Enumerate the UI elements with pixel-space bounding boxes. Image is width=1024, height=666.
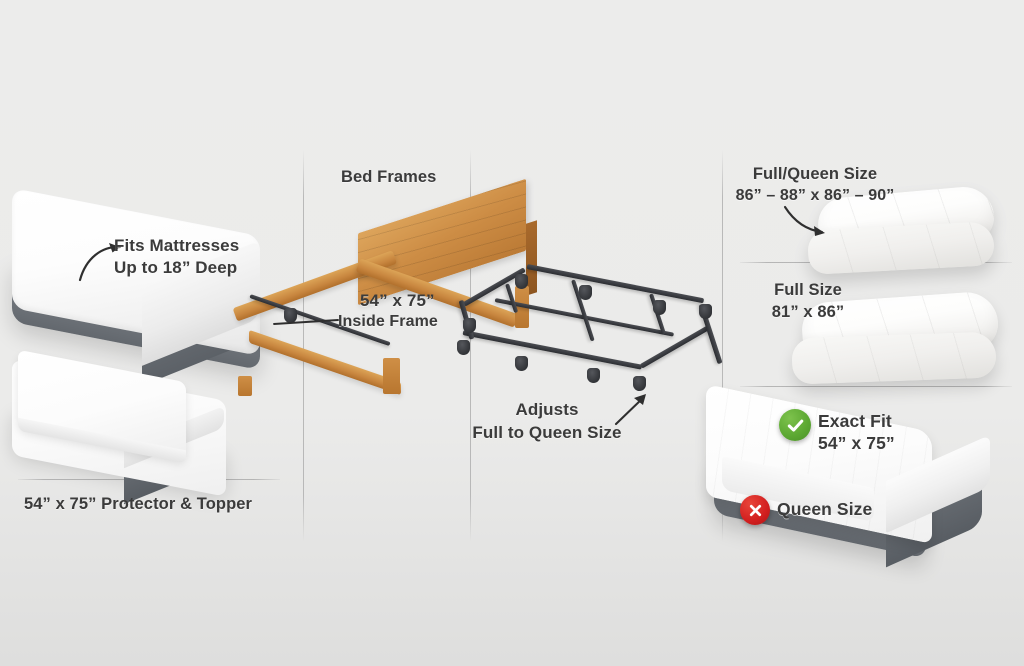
metal-foot-5 xyxy=(463,318,476,333)
comforter-full-line2: 81” x 86” xyxy=(771,303,845,321)
queen-size-mismatch-label: Queen Size xyxy=(777,499,873,519)
divider-vertical-middle xyxy=(470,150,471,542)
protector-topper-caption: 54” x 75” Protector & Topper xyxy=(24,495,253,513)
comforter-full-lower-roll xyxy=(791,331,997,385)
comforter-fq-lower-roll xyxy=(806,221,996,275)
adjusts-arrow xyxy=(614,394,646,426)
fits-mattresses-arrow xyxy=(78,243,122,282)
exact-fit-line2: 54” x 75” xyxy=(818,433,895,453)
metal-foot-2 xyxy=(579,285,592,300)
divider-vertical-left xyxy=(303,150,304,542)
inside-frame-callout-line1: 54” x 75” xyxy=(360,291,435,310)
metal-rail-top-right xyxy=(526,264,705,304)
metal-foot-9 xyxy=(633,376,646,391)
metal-foot-1 xyxy=(515,274,528,289)
adjusts-callout-line1: Adjusts xyxy=(515,400,579,419)
wood-leg-foot-left xyxy=(238,376,252,396)
cross-circle-icon xyxy=(740,495,770,525)
metal-foot-3 xyxy=(653,300,666,315)
fits-mattresses-callout-line1: Fits Mattresses xyxy=(114,236,240,255)
comforter-full-queen-line1: Full/Queen Size xyxy=(752,165,878,183)
metal-foot-7 xyxy=(515,356,528,371)
divider-vertical-right xyxy=(722,150,723,542)
fits-mattresses-callout-line2: Up to 18” Deep xyxy=(114,258,238,277)
check-circle-icon xyxy=(779,409,811,441)
inside-frame-callout-line2: Inside Frame xyxy=(338,313,438,330)
wood-frame-center-foot xyxy=(284,308,297,323)
adjusts-callout-line2: Full to Queen Size xyxy=(472,423,622,442)
divider-horizontal-right-bottom xyxy=(740,386,1012,387)
metal-foot-6 xyxy=(457,340,470,355)
inside-frame-leader-line xyxy=(273,319,339,325)
wooden-bed-frame-illustration xyxy=(232,178,537,400)
metal-rail-bottom-left xyxy=(462,330,643,370)
metal-foot-4 xyxy=(699,304,712,319)
exact-fit-line1: Exact Fit xyxy=(818,411,892,431)
comforter-full-queen-arrow xyxy=(783,205,825,236)
wood-leg-foot-right xyxy=(383,358,400,394)
protector-topper-stack-illustration xyxy=(6,349,270,505)
metal-cross-member-3 xyxy=(505,283,519,314)
comforter-full-line1: Full Size xyxy=(774,281,842,299)
metal-foot-8 xyxy=(587,368,600,383)
bed-frames-heading: Bed Frames xyxy=(341,168,437,186)
comforter-full-queen-line2: 86” – 88” x 86” – 90” xyxy=(735,187,895,204)
metal-bed-frame-illustration xyxy=(455,258,723,408)
